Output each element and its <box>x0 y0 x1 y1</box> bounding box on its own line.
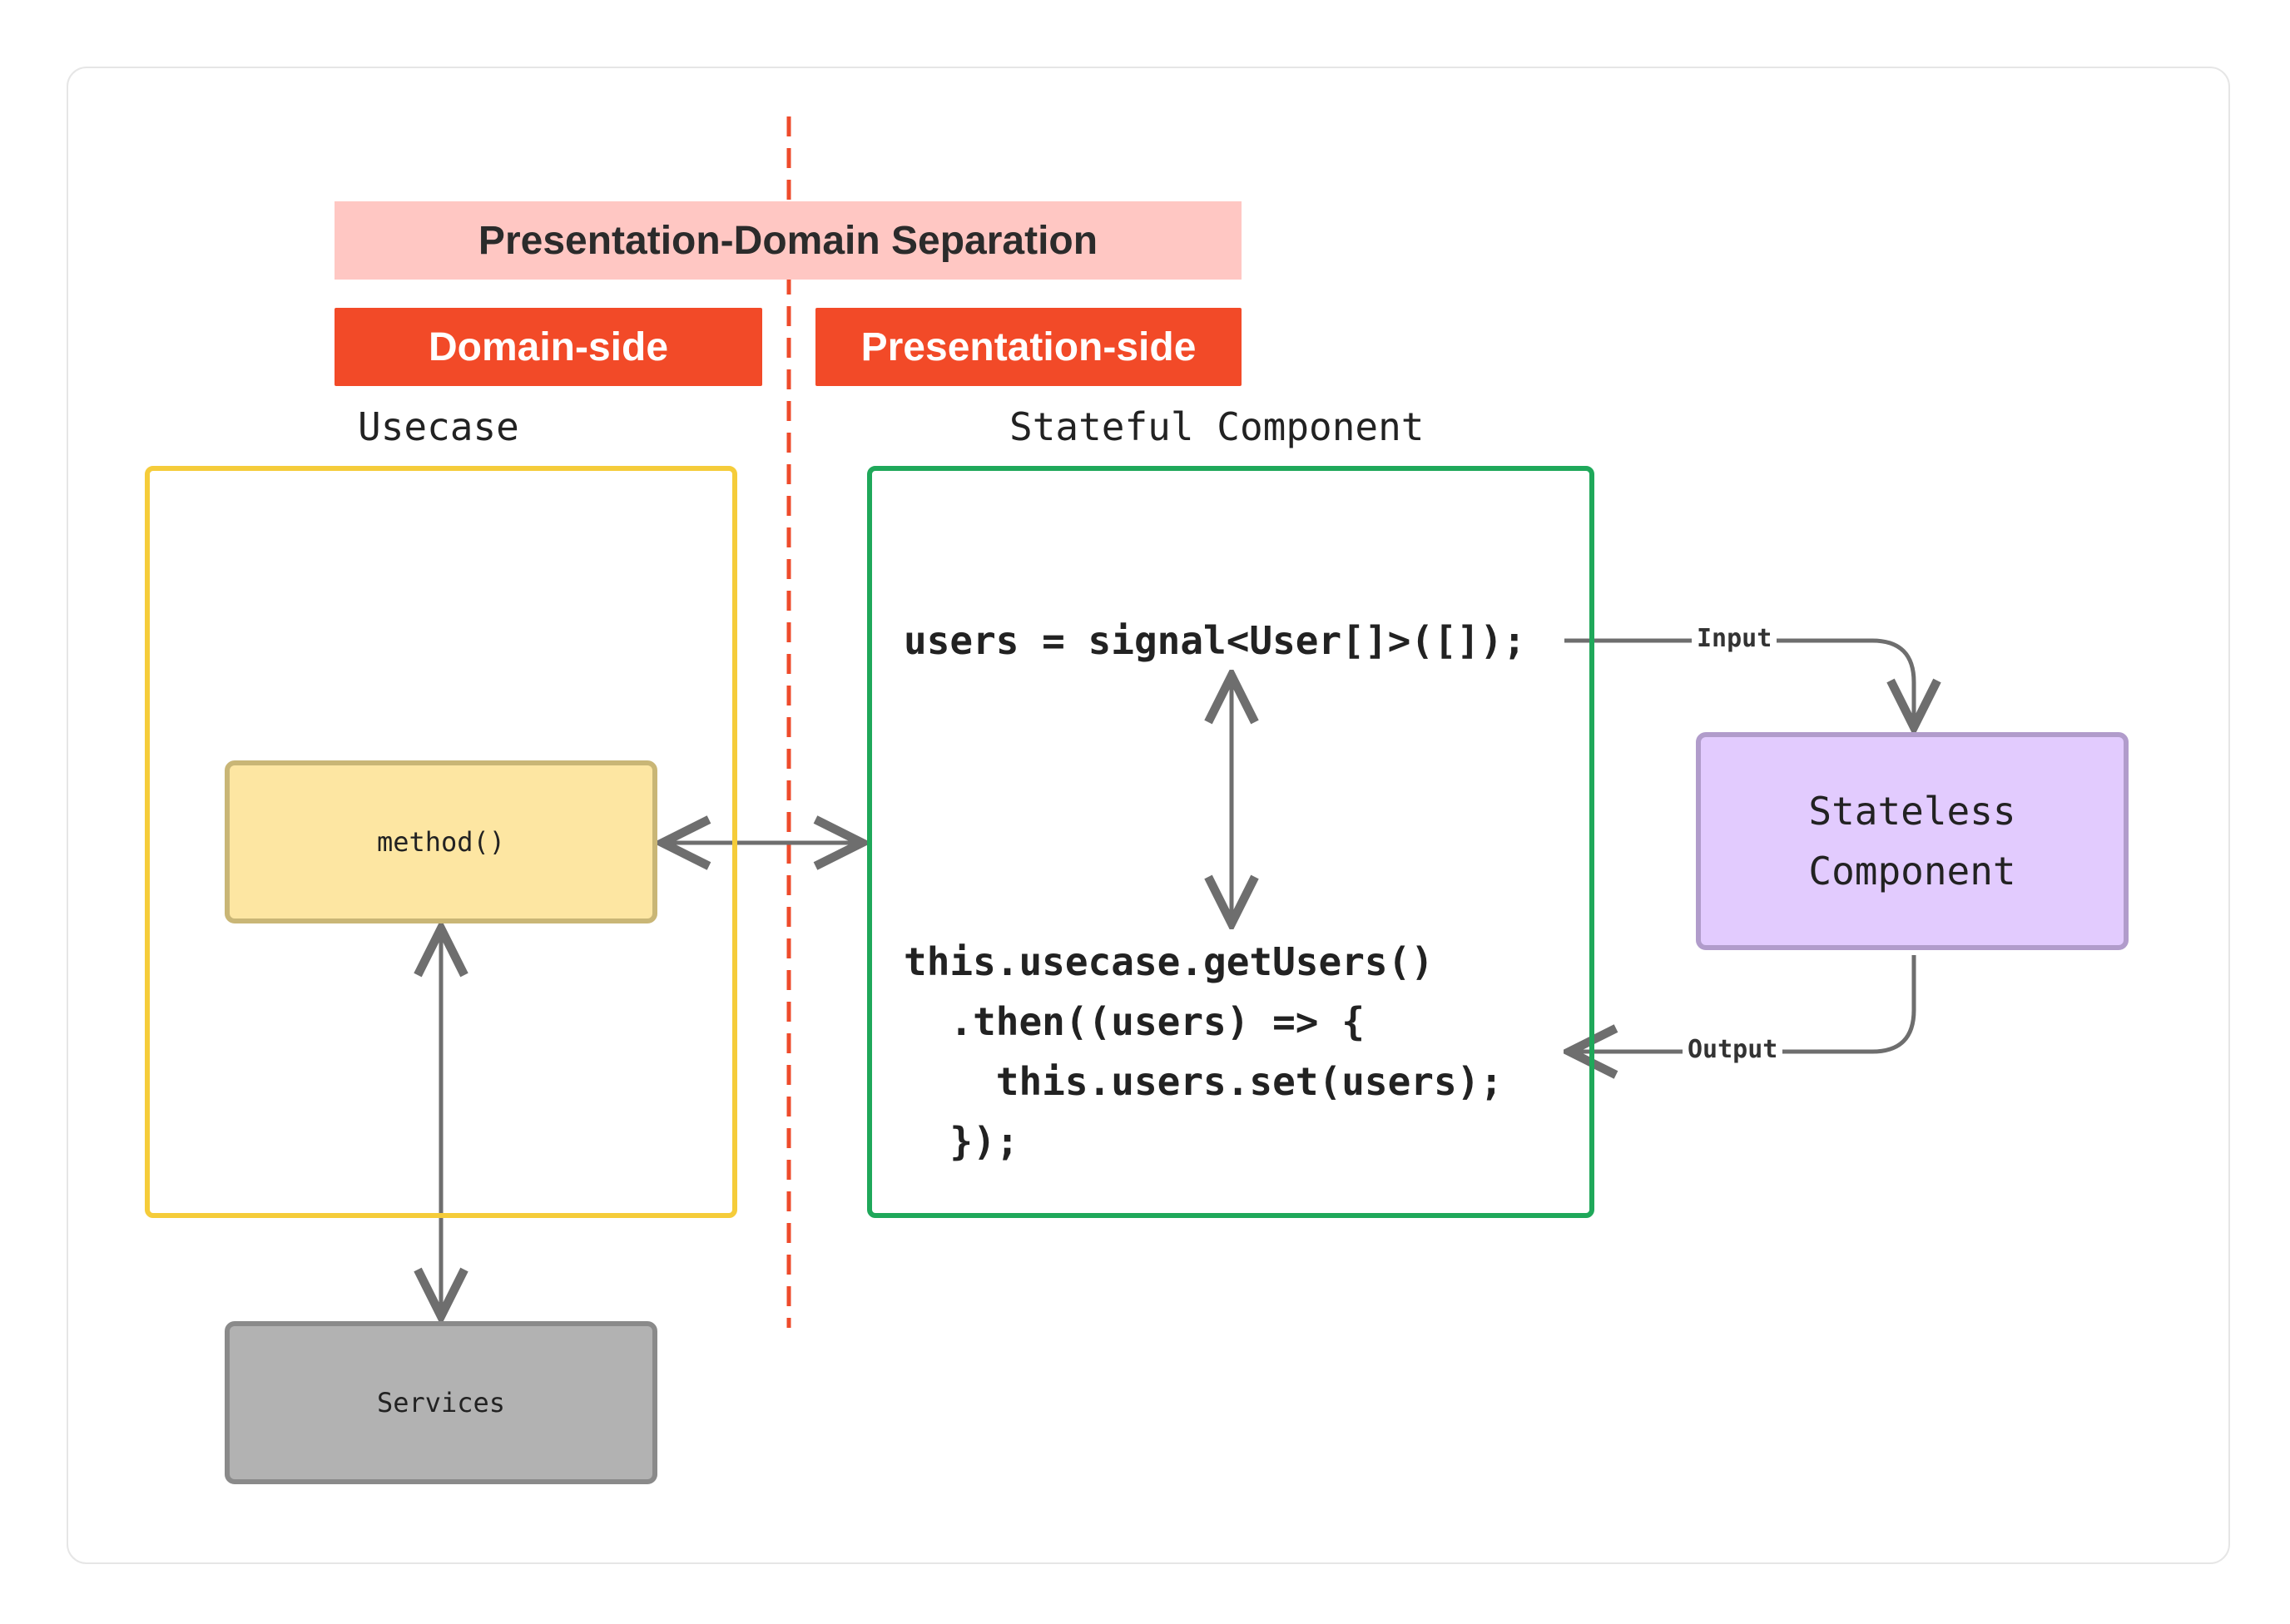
separation-title-banner: Presentation-Domain Separation <box>335 201 1242 280</box>
get-users-code-block: this.usecase.getUsers() .then((users) =>… <box>904 939 1504 1164</box>
method-label: method() <box>376 826 506 858</box>
stateless-component-label: Stateless Component <box>1808 789 2016 894</box>
signal-code-line: users = signal<User[]>([]); <box>904 618 1526 663</box>
domain-side-banner: Domain-side <box>335 308 762 386</box>
stateful-component-label: Stateful Component <box>1009 404 1425 449</box>
presentation-side-banner: Presentation-side <box>815 308 1242 386</box>
output-arrow <box>1569 955 1916 1052</box>
services-box: Services <box>225 1321 657 1484</box>
stateless-component-box: Stateless Component <box>1696 732 2129 950</box>
stateful-component-box <box>867 466 1594 1218</box>
usecase-label: Usecase <box>358 404 519 449</box>
input-edge-label: Input <box>1692 624 1777 653</box>
usecase-box <box>145 466 737 1218</box>
input-arrow <box>1564 638 1914 727</box>
output-edge-label: Output <box>1683 1035 1783 1064</box>
method-box: method() <box>225 760 657 923</box>
services-label: Services <box>376 1387 506 1419</box>
